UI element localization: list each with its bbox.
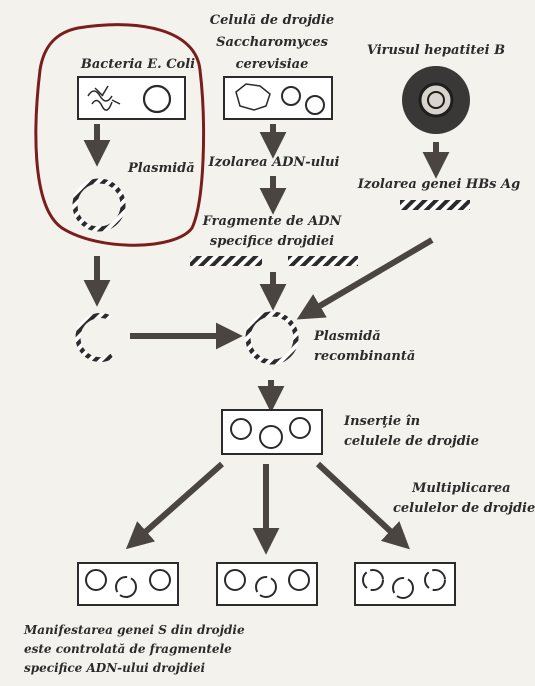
fragments-label-2: specifice drojdiei	[210, 234, 334, 249]
result-cell-icon-2a	[224, 569, 246, 591]
arrow-gene-to-recombinant	[296, 237, 434, 320]
multiply-label-2: celulelor de drojdie	[393, 501, 535, 516]
insertion-label-2: celulele de drojdie	[344, 434, 479, 449]
recombinant-label-1: Plasmidă	[313, 329, 381, 344]
yeast-label-3: cerevisiae	[236, 57, 309, 72]
bottom-caption-3: specifice ADN-ului drojdiei	[24, 661, 206, 675]
bottom-caption-1: Manifestarea genei S din drojdie	[23, 623, 245, 637]
virus-core-icon	[427, 91, 445, 109]
arrow-branch-right	[315, 461, 410, 550]
result-cell-icon-1b	[115, 576, 137, 598]
plasmid-icon	[72, 178, 126, 232]
result-cell-icon-2b	[255, 576, 277, 598]
yeast-label-2: Saccharomyces	[216, 35, 329, 50]
plasmid-in-bacteria-icon	[142, 84, 172, 114]
result-cell-icon-1a	[85, 569, 107, 591]
isolate-dna-label: Izolarea ADN-ului	[208, 155, 340, 170]
yeast-cell-box	[223, 76, 333, 120]
bacteria-label: Bacteria E. Coli	[80, 57, 195, 72]
result-cell-icon-2c	[288, 569, 310, 591]
insertion-label-1: Inserţie în	[343, 414, 420, 429]
multiply-label-1: Multiplicarea	[411, 481, 511, 496]
result-cell-icon-3b	[392, 577, 414, 599]
recombinant-plasmid-icon	[245, 311, 299, 365]
arrow-branch-left	[125, 461, 224, 550]
plasmid-label: Plasmidă	[127, 161, 195, 176]
bottom-caption-2: este controlată de fragmentele	[24, 642, 232, 656]
chromosome-icon	[87, 85, 121, 111]
yeast-cell-icon-2	[259, 425, 283, 449]
result-box-2	[216, 562, 318, 606]
virus-ring-icon	[418, 82, 454, 118]
bacteria-box	[77, 76, 186, 120]
virus-label: Virusul hepatitei B	[367, 43, 505, 58]
insertion-box	[221, 409, 323, 455]
highlight-outline	[34, 23, 206, 247]
yeast-plasmid-icon-1	[281, 86, 301, 106]
result-cell-icon-3a	[362, 569, 384, 591]
recombinant-label-2: recombinantă	[314, 349, 415, 364]
result-cell-icon-3c	[424, 569, 446, 591]
yeast-nucleus-icon	[235, 83, 271, 111]
result-cell-icon-1c	[149, 569, 171, 591]
cut-plasmid-icon	[75, 313, 114, 363]
yeast-cell-icon-1	[230, 418, 252, 440]
result-box-1	[77, 562, 179, 606]
yeast-plasmid-icon-2	[305, 95, 325, 115]
hbs-gene-icon	[400, 200, 470, 210]
yeast-label-1: Celulă de drojdie	[210, 13, 334, 28]
dna-fragment-icon-1	[190, 256, 262, 266]
yeast-cell-icon-3	[289, 417, 311, 439]
dna-fragment-icon-2	[288, 256, 358, 266]
fragments-label-1: Fragmente de ADN	[202, 214, 343, 229]
isolate-gene-label: Izolarea genei HBs Ag	[357, 177, 520, 192]
